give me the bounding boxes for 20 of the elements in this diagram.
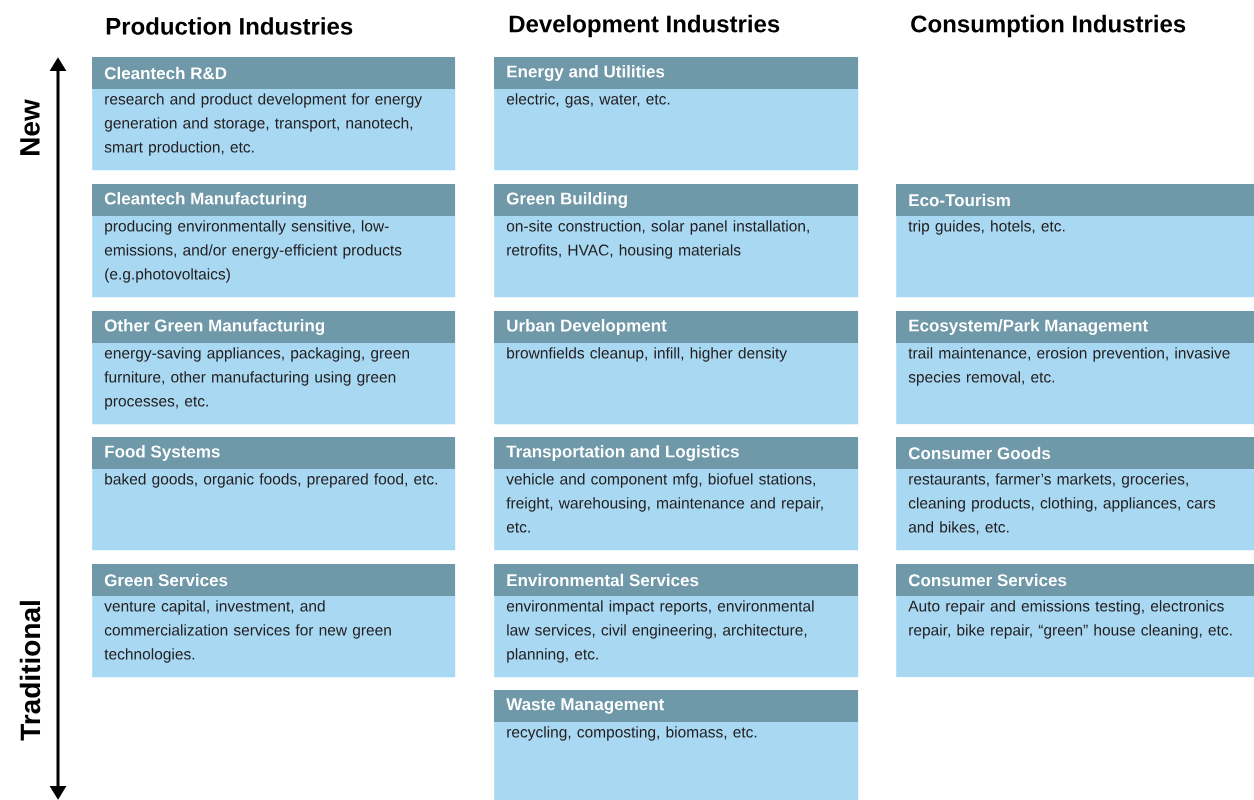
category-box: Other Green Manufacturing energy-saving appliances, packaging, green furniture, other manufacturing using green processes, etc.: [92, 311, 456, 425]
category-box: Waste Management recycling, composting, biomass, etc.: [494, 690, 859, 800]
column-heading: Development Industries: [509, 14, 780, 38]
column-heading: Production Industries: [106, 17, 353, 35]
category-box: Consumer Goods restaurants, farmer’s markets, groceries, cleaning products, clothing, appliances, cars and bikes, etc.: [896, 437, 1254, 551]
category-box: Consumer Services Auto repair and emissions testing, electronics repair, bike repair, “green” house cleaning, etc.: [896, 564, 1254, 678]
column-heading: Consumption Industries: [911, 14, 1186, 38]
category-box: Ecosystem/Park Management trail maintenance, erosion prevention, invasive species removal, etc.: [896, 311, 1254, 425]
axis-label: Traditional: [19, 601, 41, 741]
category-box: Environmental Services environmental impact reports, environmental law services, civil engineering, architecture, planning, etc.: [494, 564, 859, 678]
category-box: Cleantech Manufacturing producing environmentally sensitive, low-emissions, and/or energy-efficient products (e.g.photovoltaics): [92, 184, 456, 298]
axis-label: New: [20, 99, 40, 155]
category-box: Green Building on-site construction, solar panel installation, retrofits, HVAC, housing materials: [494, 184, 859, 298]
category-box: Urban Development brownfields cleanup, infill, higher density: [494, 311, 859, 425]
category-box: Food Systems baked goods, organic foods, prepared food, etc.: [92, 437, 456, 551]
category-box: Eco-Tourism trip guides, hotels, etc.: [896, 184, 1254, 298]
category-box: Cleantech R&D research and product development for energy generation and storage, transport, nanotech, smart production, etc.: [92, 57, 456, 171]
category-box: Green Services venture capital, investment, and commercialization services for new green technologies.: [92, 564, 456, 678]
category-box: Transportation and Logistics vehicle and component mfg, biofuel stations, freight, warehousing, maintenance and repair, etc.: [494, 437, 859, 551]
category-box: Energy and Utilities electric, gas, water, etc.: [494, 57, 859, 171]
